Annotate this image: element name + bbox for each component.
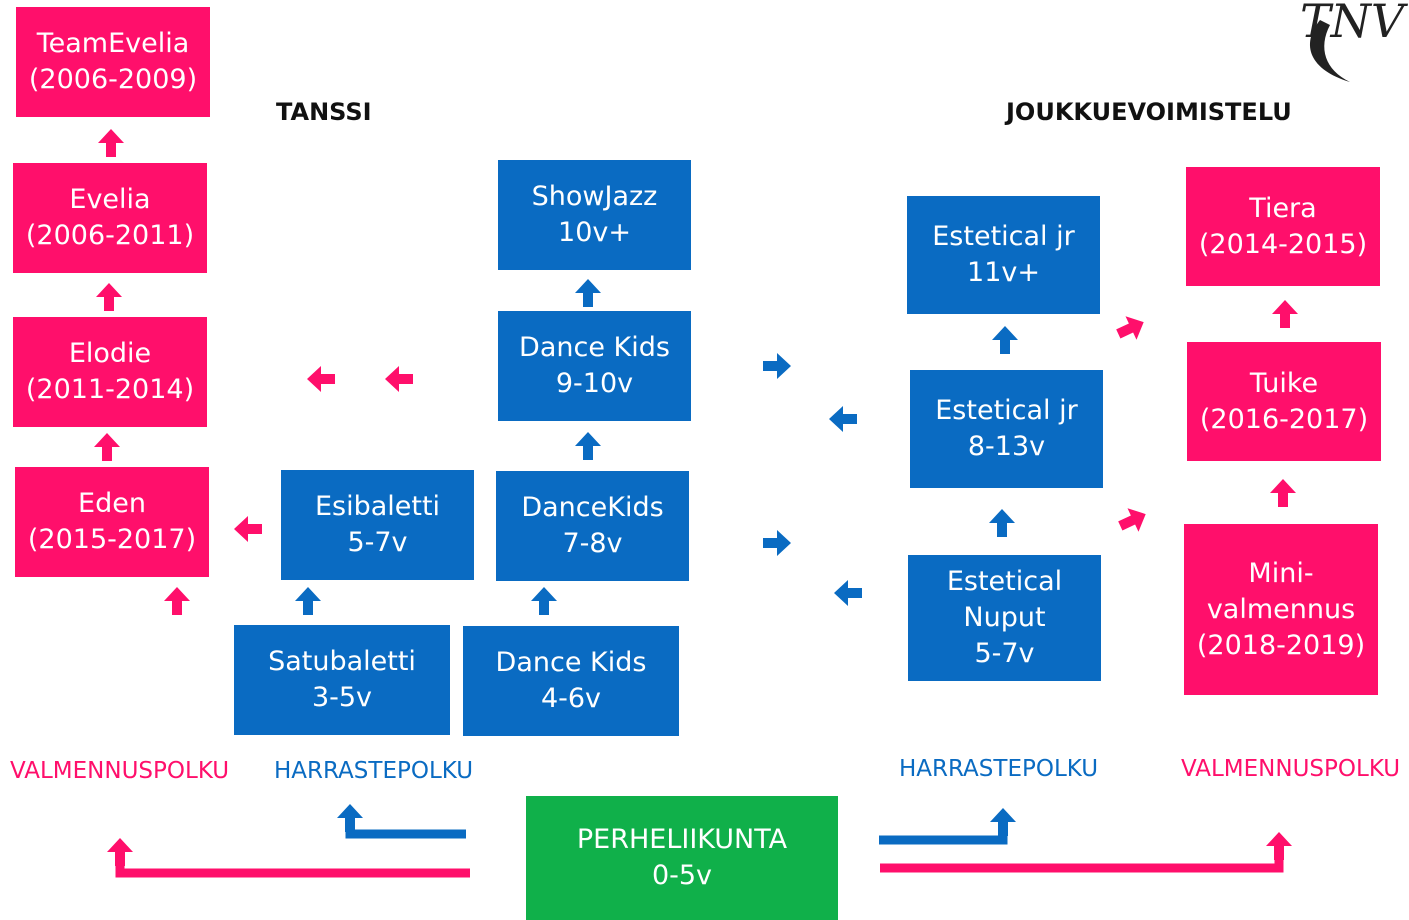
box-line2: valmennus <box>1206 593 1356 625</box>
arrow-up-icon <box>1266 832 1292 860</box>
box-minivalmennus: Mini- valmennus (2018-2019) <box>1184 524 1378 695</box>
arrow-up-icon <box>990 808 1016 836</box>
box-title: Tiera <box>1249 192 1317 224</box>
box-title: TeamEvelia <box>36 28 190 59</box>
box-title: Estetical jr <box>932 221 1075 252</box>
box-age: 11v+ <box>967 257 1040 288</box>
arrow-up-icon <box>575 432 601 460</box>
box-satubaletti: Satubaletti 3-5v <box>234 625 450 735</box>
box-title: Estetical jr <box>935 395 1078 426</box>
box-age: 8-13v <box>967 431 1046 462</box>
box-years: (2011-2014) <box>25 374 195 405</box>
box-title: Elodie <box>68 338 152 369</box>
arrow-up-icon <box>1270 479 1296 507</box>
arrow-up-icon <box>992 326 1018 354</box>
connector-line-valmennus-left <box>115 855 470 878</box>
box-years: (2015-2017) <box>27 524 197 555</box>
arrow-up-icon <box>96 283 122 311</box>
box-title: Dance Kids <box>519 332 670 363</box>
box-years: (2006-2009) <box>28 64 198 95</box>
box-dance-kids-4-6: Dance Kids 4-6v <box>463 626 679 736</box>
arrow-up-icon <box>1272 300 1298 328</box>
box-esibaletti: Esibaletti 5-7v <box>281 470 474 580</box>
box-years: (2018-2019) <box>1196 629 1366 661</box>
box-tiera: Tiera (2014-2015) <box>1186 167 1380 286</box>
header-tanssi: TANSSI <box>276 98 372 126</box>
box-teamevelia: TeamEvelia (2006-2009) <box>16 7 210 117</box>
arrow-left-icon <box>234 516 262 542</box>
box-title: Satubaletti <box>268 646 416 677</box>
box-years: (2006-2011) <box>25 220 195 251</box>
box-age: 4-6v <box>540 683 602 714</box>
box-line2: Nuput <box>963 602 1046 633</box>
box-title: Tuike <box>1249 367 1319 399</box>
box-age: 7-8v <box>562 528 623 559</box>
box-eden: Eden (2015-2017) <box>15 467 209 577</box>
box-age: 3-5v <box>311 682 373 713</box>
box-title: Dance Kids <box>495 647 647 678</box>
box-line1: Mini- <box>1248 557 1314 589</box>
box-tuike: Tuike (2016-2017) <box>1187 342 1381 461</box>
box-dance-kids-9-10: Dance Kids 9-10v <box>498 311 691 421</box>
box-estetical-nuput: Estetical Nuput 5-7v <box>908 555 1101 681</box>
logo-swoosh-icon <box>1310 20 1350 82</box>
box-title: DanceKids <box>521 492 664 523</box>
box-age: 5-7v <box>347 527 408 558</box>
label-valmennuspolku-right: VALMENNUSPOLKU <box>1181 756 1401 782</box>
arrow-diagonal-icon <box>1112 310 1150 346</box>
box-dancekids-7-8: DanceKids 7-8v <box>496 471 689 581</box>
box-title: Esibaletti <box>314 491 441 522</box>
box-title: ShowJazz <box>531 181 658 212</box>
header-joukkuevoimistelu: JOUKKUEVOIMISTELU <box>1006 98 1292 126</box>
arrow-right-icon <box>763 353 791 379</box>
box-elodie: Elodie (2011-2014) <box>13 317 207 427</box>
connector-line-valmennus-right <box>880 850 1284 873</box>
arrow-up-icon <box>94 433 120 461</box>
arrow-up-icon <box>98 129 124 157</box>
box-line1: Estetical <box>946 566 1063 597</box>
label-harrastepolku-left: HARRASTEPOLKU <box>274 758 474 784</box>
box-title: PERHELIIKUNTA <box>576 824 788 855</box>
box-estetical-jr-11: Estetical jr 11v+ <box>907 196 1100 314</box>
box-evelia: Evelia (2006-2011) <box>13 163 207 273</box>
arrow-up-icon <box>575 279 601 307</box>
box-title: Evelia <box>69 184 151 215</box>
box-estetical-jr-8-13: Estetical jr 8-13v <box>910 370 1103 488</box>
box-age: 0-5v <box>651 860 713 891</box>
arrow-up-icon <box>337 804 363 832</box>
arrow-up-icon <box>531 587 557 615</box>
arrow-diagonal-icon <box>1114 502 1152 538</box>
arrow-up-icon <box>295 587 321 615</box>
arrow-up-icon <box>989 509 1015 537</box>
box-years: (2014-2015) <box>1198 228 1368 260</box>
connector-line-harraste-left <box>345 818 466 839</box>
box-age: 5-7v <box>974 638 1035 669</box>
box-perheliikunta: PERHELIIKUNTA 0-5v <box>526 796 838 920</box>
arrow-right-icon <box>763 530 791 556</box>
box-title: Eden <box>78 488 146 519</box>
label-valmennuspolku-left: VALMENNUSPOLKU <box>10 758 230 784</box>
arrow-up-icon <box>164 587 190 615</box>
label-harrastepolku-right: HARRASTEPOLKU <box>899 756 1099 782</box>
box-years: (2016-2017) <box>1199 403 1369 435</box>
box-showjazz: ShowJazz 10v+ <box>498 160 691 270</box>
arrow-left-icon <box>834 580 862 606</box>
arrow-left-icon <box>385 366 413 392</box>
arrow-up-icon <box>107 838 133 866</box>
arrow-left-icon <box>307 366 335 392</box>
connector-line-harraste-right <box>879 825 1008 845</box>
box-age: 10v+ <box>558 217 631 248</box>
arrow-left-icon <box>829 406 857 432</box>
box-age: 9-10v <box>555 368 634 399</box>
